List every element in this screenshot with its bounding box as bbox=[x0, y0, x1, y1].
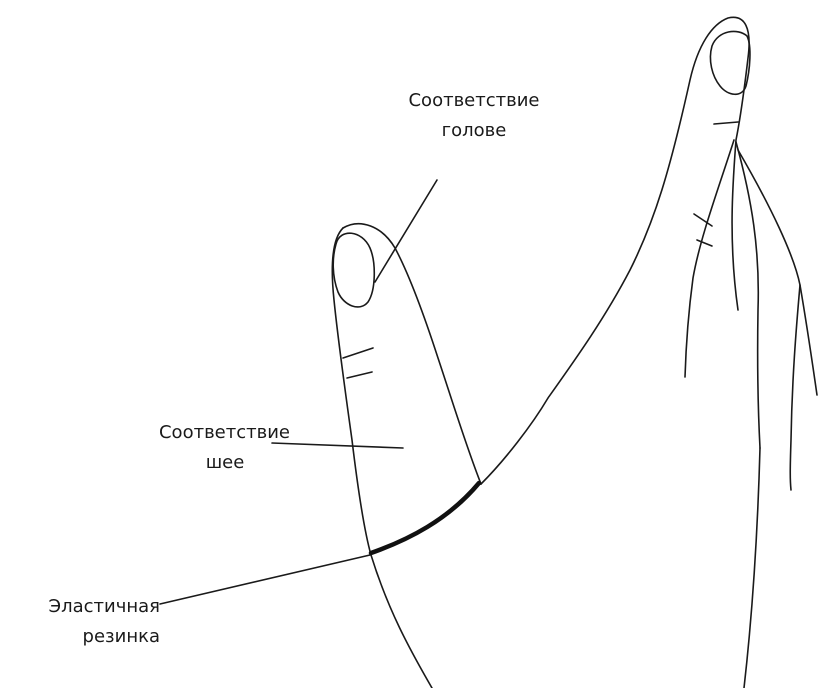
label-neck-fit-line2: шее bbox=[100, 448, 290, 478]
index-inner-line bbox=[685, 140, 734, 377]
thumb-nail bbox=[333, 233, 374, 307]
label-neck-fit-line1: Соответствие bbox=[100, 418, 290, 448]
thumb-crease-2 bbox=[347, 372, 372, 378]
index-crease-1 bbox=[714, 122, 738, 124]
label-elastic-band-line1: Эластичная bbox=[0, 592, 160, 622]
thumb-crease-1 bbox=[343, 348, 373, 358]
label-elastic-band: Эластичная резинка bbox=[0, 592, 160, 652]
label-head-fit-line1: Соответствие bbox=[384, 86, 564, 116]
leader-line-band bbox=[160, 555, 370, 604]
middle-finger-line-1 bbox=[736, 142, 760, 448]
palm-outline-right bbox=[744, 448, 760, 688]
label-head-fit: Соответствие голове bbox=[384, 86, 564, 146]
leader-line-head bbox=[375, 180, 437, 282]
leader-line-neck bbox=[272, 443, 403, 448]
middle-finger-line-2 bbox=[738, 150, 817, 395]
middle-finger-line-3 bbox=[790, 285, 800, 490]
elastic-band bbox=[371, 483, 479, 553]
label-head-fit-line2: голове bbox=[384, 116, 564, 146]
index-crease-3 bbox=[697, 240, 712, 246]
label-neck-fit: Соответствие шее bbox=[100, 418, 290, 478]
thumb-outline-right bbox=[343, 224, 481, 484]
label-elastic-band-line2: резинка bbox=[0, 622, 160, 652]
